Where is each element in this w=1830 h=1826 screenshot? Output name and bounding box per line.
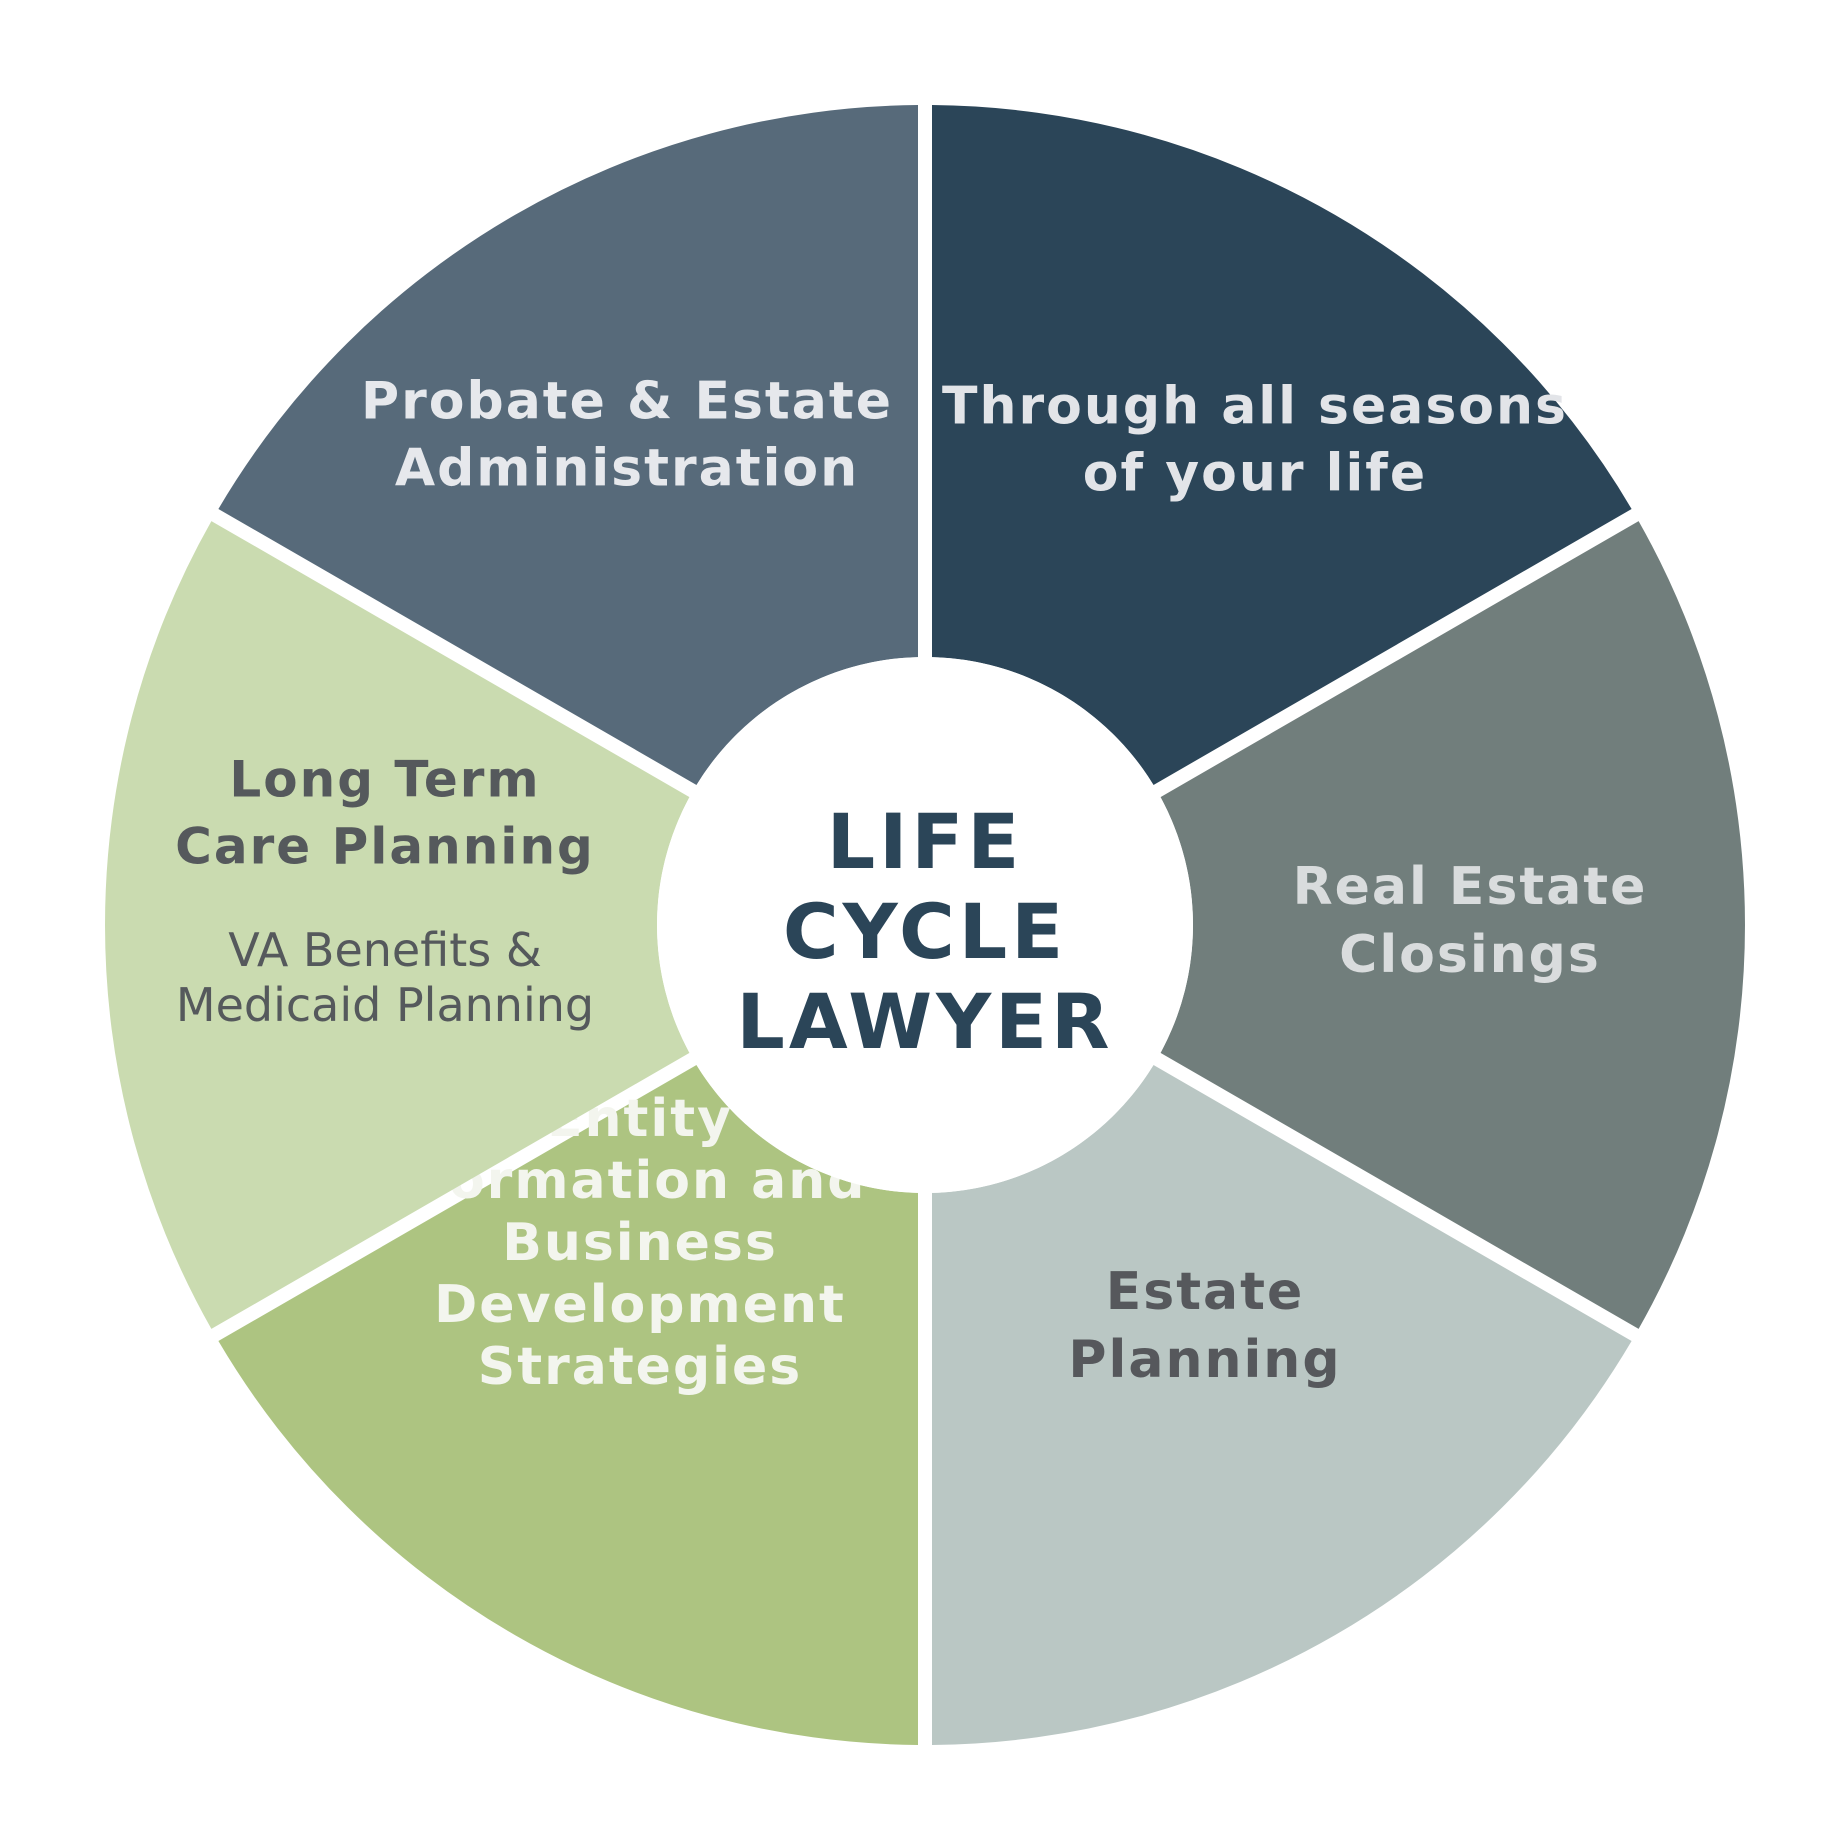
segment-label-real-estate-closings-line-1: Real Estate [1293, 857, 1648, 917]
segment-sublabel-long-term-care-line-2: Medicaid Planning [176, 978, 594, 1032]
segment-shape-estate-planning [932, 1065, 1632, 1745]
segment-label-long-term-care-line-2: Care Planning [175, 818, 595, 876]
segment-shape-probate-estate-admin [218, 105, 918, 785]
segment-label-through-all-seasons-line-2: of your life [1083, 444, 1427, 504]
segment-label-entity-formation-line-3: Business [502, 1213, 778, 1273]
segment-shape-real-estate-closings [1160, 521, 1745, 1329]
center-hub [657, 657, 1193, 1193]
segment-label-probate-estate-admin-line-2: Administration [395, 439, 859, 499]
segment-label-real-estate-closings-line-2: Closings [1339, 925, 1601, 985]
segment-through-all-seasons: Through all seasons of your life [932, 105, 1632, 785]
center-title-line-3: LAWYER [736, 977, 1113, 1066]
segment-label-entity-formation-line-4: Development [434, 1275, 846, 1335]
segment-shape-through-all-seasons [932, 105, 1632, 785]
segment-label-entity-formation-line-5: Strategies [478, 1337, 802, 1397]
segment-shape-entity-formation [218, 1065, 918, 1745]
segment-shape-long-term-care [105, 521, 690, 1329]
segment-label-estate-planning-line-2: Planning [1068, 1330, 1341, 1390]
segment-label-through-all-seasons-line-1: Through all seasons [942, 377, 1568, 437]
center-title: LIFE CYCLE LAWYER [736, 797, 1113, 1066]
segment-label-long-term-care-line-1: Long Term [229, 751, 540, 809]
segment-label-estate-planning-line-1: Estate [1106, 1262, 1305, 1322]
segment-sublabel-long-term-care-line-1: VA Benefits & [228, 923, 541, 977]
center-title-line-1: LIFE [827, 797, 1024, 886]
center-title-line-2: CYCLE [783, 887, 1067, 976]
segment-label-probate-estate-admin-line-1: Probate & Estate [361, 372, 893, 432]
